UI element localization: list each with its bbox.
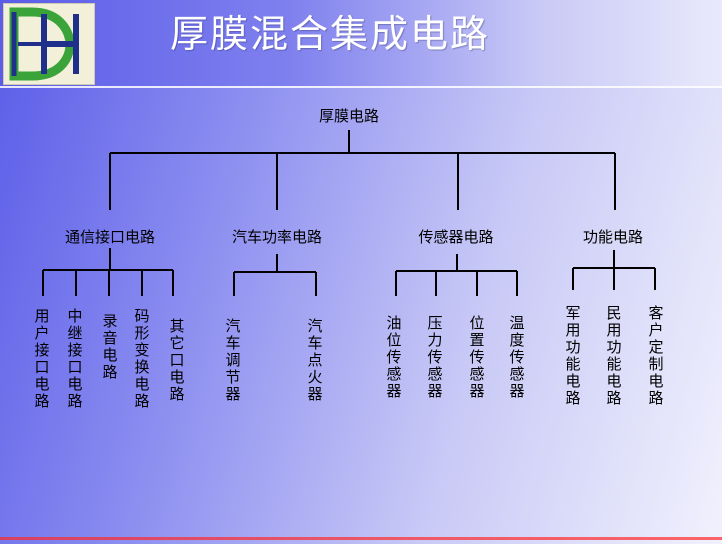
leaf-user-interface: 用户接口电路 bbox=[34, 307, 50, 410]
root-node: 厚膜电路 bbox=[318, 107, 380, 125]
header-band bbox=[0, 0, 722, 86]
footer-accent-line bbox=[0, 537, 722, 540]
leaf-temperature-sensor: 温度传感器 bbox=[509, 314, 525, 400]
category-function: 功能电路 bbox=[582, 228, 644, 246]
leaf-oil-level-sensor: 油位传感器 bbox=[386, 314, 402, 400]
leaf-code-conversion: 码形变换电路 bbox=[134, 307, 150, 410]
leaf-trunk-interface: 中继接口电路 bbox=[67, 307, 83, 410]
leaf-other-port: 其它口电路 bbox=[169, 317, 185, 403]
leaf-pressure-sensor: 压力传感器 bbox=[427, 314, 443, 400]
company-logo bbox=[3, 3, 95, 85]
slide-title: 厚膜混合集成电路 bbox=[170, 12, 491, 56]
category-communication: 通信接口电路 bbox=[64, 228, 156, 246]
dh-logo-icon bbox=[9, 7, 79, 81]
leaf-recording: 录音电路 bbox=[102, 312, 118, 381]
category-automotive: 汽车功率电路 bbox=[231, 228, 323, 246]
leaf-custom-circuit: 客户定制电路 bbox=[648, 304, 664, 407]
header-divider bbox=[0, 86, 722, 88]
category-sensor: 传感器电路 bbox=[418, 228, 494, 246]
leaf-auto-igniter: 汽车点火器 bbox=[307, 317, 323, 403]
leaf-military-function: 军用功能电路 bbox=[565, 304, 581, 407]
leaf-auto-regulator: 汽车调节器 bbox=[225, 317, 241, 403]
leaf-position-sensor: 位置传感器 bbox=[469, 314, 485, 400]
leaf-civil-function: 民用功能电路 bbox=[606, 304, 622, 407]
